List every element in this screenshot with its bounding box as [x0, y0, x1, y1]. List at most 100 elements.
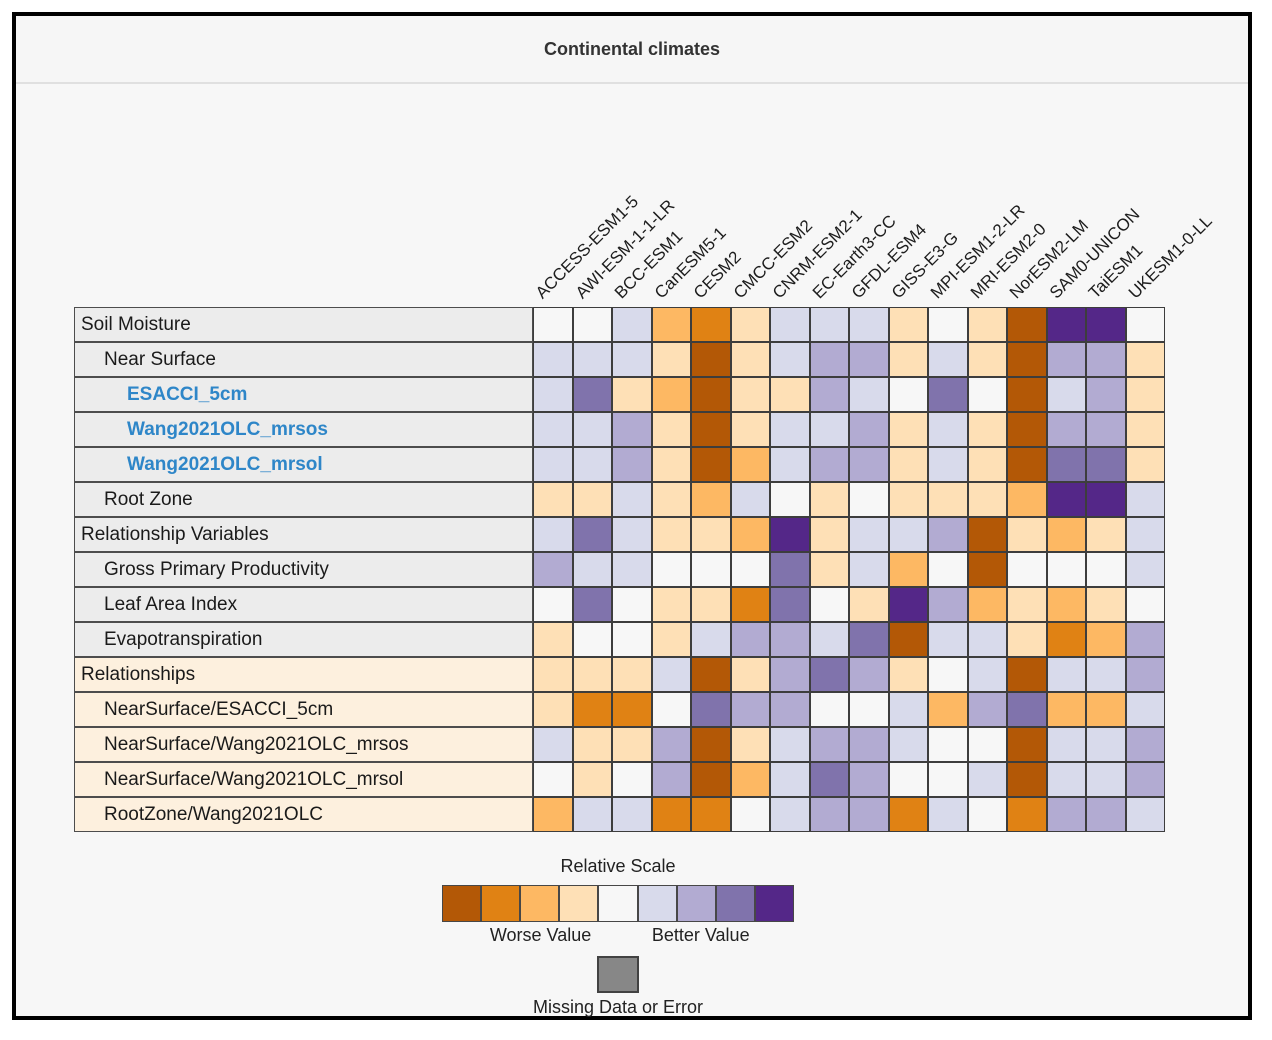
heatmap-cell[interactable]: [1046, 727, 1086, 762]
heatmap-cell[interactable]: [651, 797, 691, 832]
heatmap-cell[interactable]: [1086, 412, 1126, 447]
heatmap-cell[interactable]: [967, 307, 1007, 342]
heatmap-cell[interactable]: [691, 727, 731, 762]
heatmap-cell[interactable]: [533, 622, 573, 657]
heatmap-cell[interactable]: [967, 692, 1007, 727]
heatmap-cell[interactable]: [612, 727, 652, 762]
heatmap-cell[interactable]: [888, 447, 928, 482]
heatmap-cell[interactable]: [888, 762, 928, 797]
heatmap-cell[interactable]: [928, 692, 968, 727]
heatmap-cell[interactable]: [770, 587, 810, 622]
row-label[interactable]: NearSurface/Wang2021OLC_mrsos: [74, 727, 533, 762]
heatmap-cell[interactable]: [809, 727, 849, 762]
heatmap-cell[interactable]: [770, 412, 810, 447]
heatmap-cell[interactable]: [928, 412, 968, 447]
heatmap-cell[interactable]: [849, 692, 889, 727]
heatmap-cell[interactable]: [1007, 482, 1047, 517]
heatmap-cell[interactable]: [770, 727, 810, 762]
heatmap-cell[interactable]: [533, 587, 573, 622]
heatmap-cell[interactable]: [888, 517, 928, 552]
heatmap-cell[interactable]: [1125, 482, 1165, 517]
heatmap-cell[interactable]: [888, 657, 928, 692]
heatmap-cell[interactable]: [1125, 447, 1165, 482]
heatmap-cell[interactable]: [1125, 692, 1165, 727]
row-label[interactable]: Leaf Area Index: [74, 587, 533, 622]
heatmap-cell[interactable]: [809, 552, 849, 587]
heatmap-cell[interactable]: [849, 622, 889, 657]
heatmap-cell[interactable]: [967, 657, 1007, 692]
heatmap-cell[interactable]: [809, 517, 849, 552]
heatmap-cell[interactable]: [928, 797, 968, 832]
heatmap-cell[interactable]: [691, 762, 731, 797]
heatmap-cell[interactable]: [1086, 762, 1126, 797]
heatmap-cell[interactable]: [809, 762, 849, 797]
heatmap-cell[interactable]: [572, 412, 612, 447]
heatmap-cell[interactable]: [888, 587, 928, 622]
heatmap-cell[interactable]: [572, 482, 612, 517]
heatmap-cell[interactable]: [572, 727, 612, 762]
heatmap-cell[interactable]: [651, 587, 691, 622]
heatmap-cell[interactable]: [612, 692, 652, 727]
heatmap-cell[interactable]: [612, 762, 652, 797]
heatmap-cell[interactable]: [1125, 307, 1165, 342]
heatmap-cell[interactable]: [651, 307, 691, 342]
heatmap-cell[interactable]: [888, 342, 928, 377]
heatmap-cell[interactable]: [612, 377, 652, 412]
heatmap-cell[interactable]: [770, 377, 810, 412]
heatmap-cell[interactable]: [849, 447, 889, 482]
heatmap-cell[interactable]: [967, 517, 1007, 552]
heatmap-cell[interactable]: [928, 447, 968, 482]
heatmap-cell[interactable]: [849, 587, 889, 622]
heatmap-cell[interactable]: [730, 377, 770, 412]
heatmap-cell[interactable]: [928, 517, 968, 552]
heatmap-cell[interactable]: [967, 342, 1007, 377]
heatmap-cell[interactable]: [572, 447, 612, 482]
heatmap-cell[interactable]: [612, 517, 652, 552]
row-label[interactable]: Root Zone: [74, 482, 533, 517]
heatmap-cell[interactable]: [730, 587, 770, 622]
heatmap-cell[interactable]: [849, 377, 889, 412]
heatmap-cell[interactable]: [849, 797, 889, 832]
heatmap-cell[interactable]: [888, 622, 928, 657]
heatmap-cell[interactable]: [1125, 377, 1165, 412]
heatmap-cell[interactable]: [572, 552, 612, 587]
heatmap-cell[interactable]: [651, 482, 691, 517]
heatmap-cell[interactable]: [533, 342, 573, 377]
heatmap-cell[interactable]: [572, 797, 612, 832]
heatmap-cell[interactable]: [1046, 482, 1086, 517]
heatmap-cell[interactable]: [1046, 377, 1086, 412]
heatmap-cell[interactable]: [730, 307, 770, 342]
row-label[interactable]: Relationship Variables: [74, 517, 533, 552]
heatmap-cell[interactable]: [612, 482, 652, 517]
heatmap-cell[interactable]: [928, 377, 968, 412]
heatmap-cell[interactable]: [809, 482, 849, 517]
heatmap-cell[interactable]: [1086, 482, 1126, 517]
row-label[interactable]: NearSurface/Wang2021OLC_mrsol: [74, 762, 533, 797]
heatmap-cell[interactable]: [809, 692, 849, 727]
heatmap-cell[interactable]: [572, 517, 612, 552]
heatmap-cell[interactable]: [1007, 307, 1047, 342]
heatmap-cell[interactable]: [691, 692, 731, 727]
heatmap-cell[interactable]: [967, 377, 1007, 412]
heatmap-cell[interactable]: [770, 657, 810, 692]
heatmap-cell[interactable]: [1086, 622, 1126, 657]
heatmap-cell[interactable]: [651, 727, 691, 762]
heatmap-cell[interactable]: [612, 622, 652, 657]
heatmap-cell[interactable]: [770, 517, 810, 552]
heatmap-cell[interactable]: [967, 797, 1007, 832]
heatmap-cell[interactable]: [572, 377, 612, 412]
heatmap-cell[interactable]: [770, 622, 810, 657]
heatmap-cell[interactable]: [849, 307, 889, 342]
heatmap-cell[interactable]: [1086, 587, 1126, 622]
heatmap-cell[interactable]: [1007, 622, 1047, 657]
heatmap-cell[interactable]: [533, 552, 573, 587]
heatmap-cell[interactable]: [691, 622, 731, 657]
heatmap-cell[interactable]: [730, 517, 770, 552]
row-label[interactable]: Soil Moisture: [74, 307, 533, 342]
heatmap-cell[interactable]: [849, 762, 889, 797]
heatmap-cell[interactable]: [770, 692, 810, 727]
heatmap-cell[interactable]: [1086, 517, 1126, 552]
heatmap-cell[interactable]: [651, 517, 691, 552]
heatmap-cell[interactable]: [928, 657, 968, 692]
heatmap-cell[interactable]: [691, 342, 731, 377]
